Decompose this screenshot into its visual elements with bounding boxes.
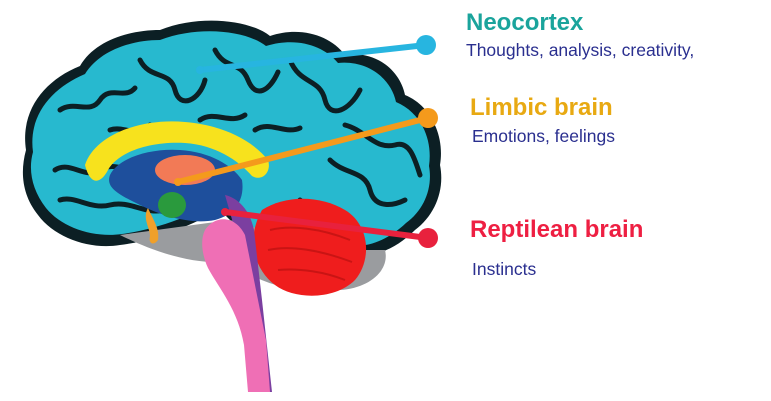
limbic-title: Limbic brain [470, 94, 613, 122]
neocortex-title: Neocortex [466, 9, 583, 37]
reptilean-title: Reptilean brain [470, 216, 643, 244]
reptilean-description: Instincts [472, 258, 536, 280]
limbic-description: Emotions, feelings [472, 125, 615, 147]
neocortex-description: Thoughts, analysis, creativity, [466, 39, 694, 61]
amygdala [158, 192, 186, 218]
